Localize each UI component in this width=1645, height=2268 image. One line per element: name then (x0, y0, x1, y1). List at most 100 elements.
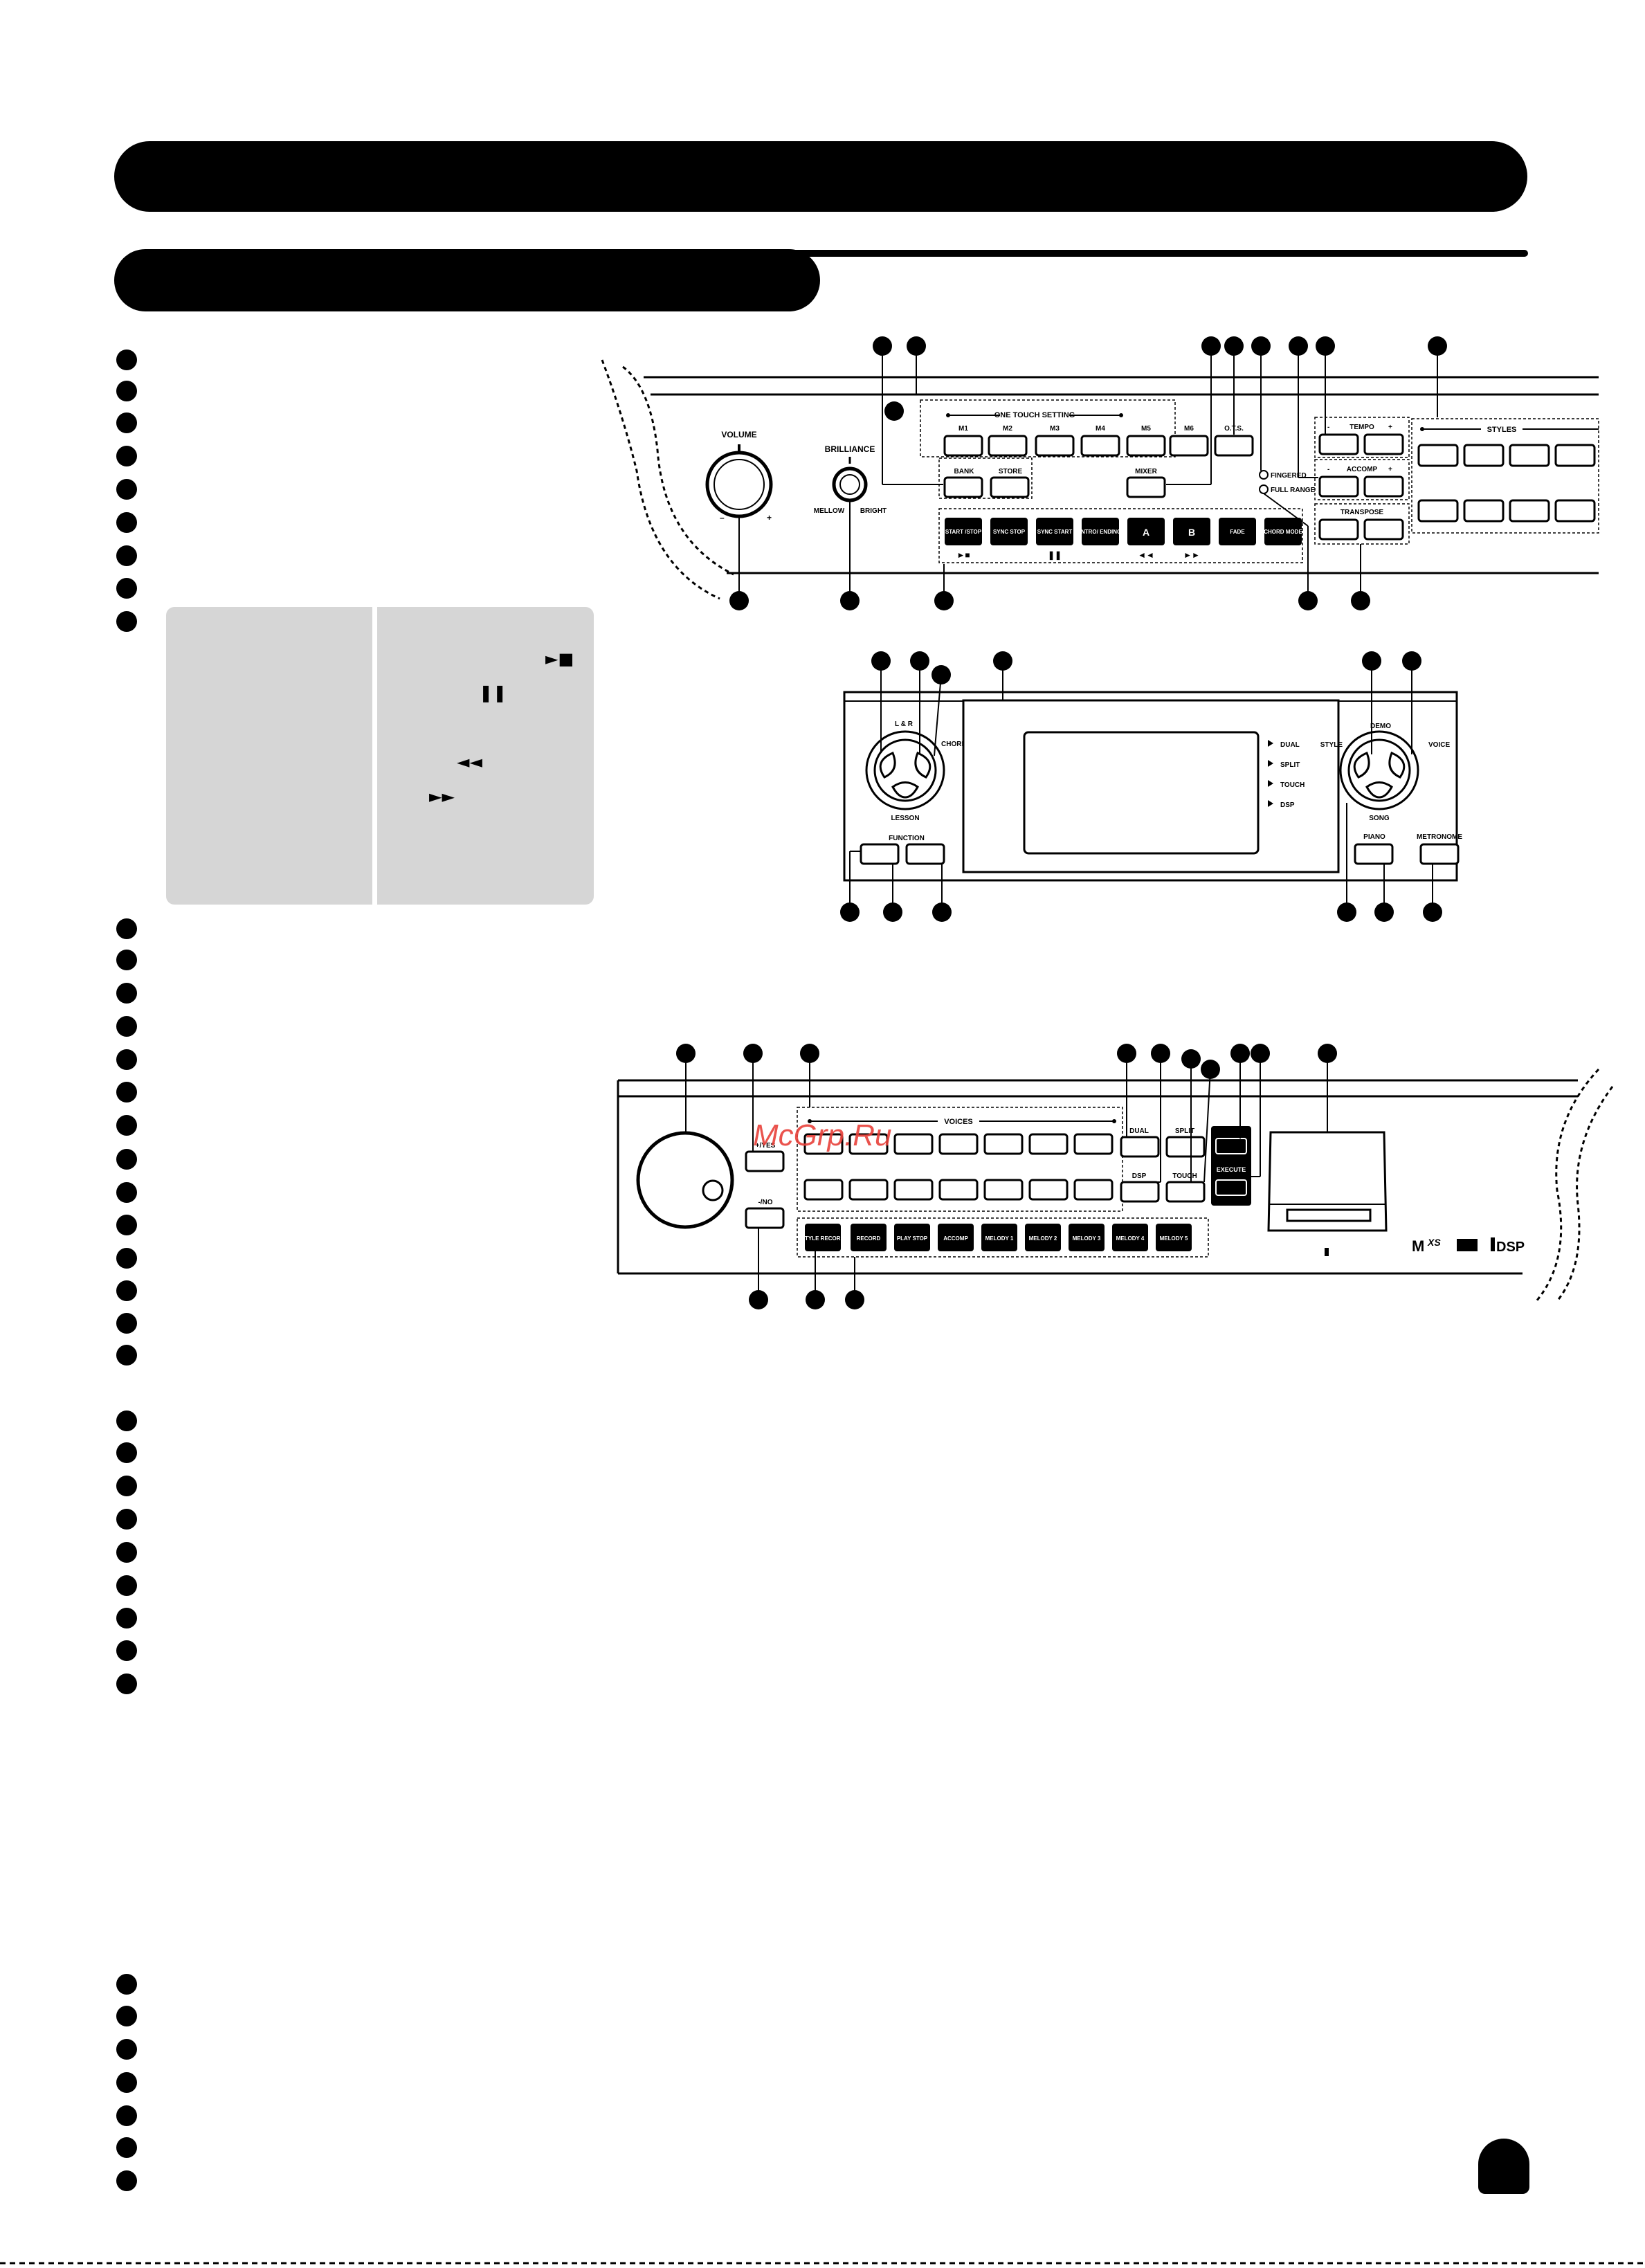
touch-button[interactable] (1165, 1181, 1206, 1203)
disk-eject-button[interactable] (1286, 1208, 1372, 1222)
voice-button[interactable] (1028, 1179, 1069, 1201)
subsection-rule (775, 250, 1528, 257)
intro-ending-button[interactable] (1082, 518, 1119, 545)
lr-button[interactable] (879, 752, 896, 779)
chord-mode-button[interactable] (1264, 518, 1302, 545)
bottom-callout-lines (685, 1053, 1328, 1294)
m1-button[interactable] (943, 435, 983, 457)
m6-label: M6 (1184, 425, 1194, 433)
voice-button[interactable] (893, 1179, 934, 1201)
voice-button[interactable] (938, 1179, 979, 1201)
bullet-marker (116, 446, 137, 466)
transpose-up-button[interactable] (1363, 518, 1404, 541)
m3-button[interactable] (1035, 435, 1075, 457)
fade-button[interactable] (1219, 518, 1256, 545)
style-button[interactable] (1463, 499, 1505, 523)
style-mode-button[interactable] (1353, 752, 1370, 779)
start-stop-button[interactable] (945, 518, 982, 545)
metronome-button[interactable] (1419, 843, 1460, 865)
style-button[interactable] (1417, 444, 1459, 467)
svg-text:+: + (767, 513, 772, 523)
data-dial[interactable] (636, 1131, 734, 1229)
tempo-label: TEMPO (1349, 424, 1374, 431)
dsp-label: DSP (1132, 1172, 1147, 1180)
sync-start-button[interactable] (1036, 518, 1073, 545)
style-button[interactable] (1417, 499, 1459, 523)
function-left-button[interactable] (860, 843, 900, 865)
play-stop-icon: ►■ (545, 649, 574, 669)
chord-dict-button[interactable] (914, 752, 931, 779)
voice-button[interactable] (1073, 1133, 1114, 1155)
one-touch-setting-label: ONE TOUCH SETTING (994, 411, 1075, 419)
song-mode-button[interactable] (1365, 781, 1393, 799)
piano-button[interactable] (1354, 843, 1394, 865)
middle-panel: L & R CHORD DICT. LESSON FUNCTION DUAL S… (840, 651, 1462, 922)
gm-logo (1457, 1239, 1478, 1251)
m2-button[interactable] (988, 435, 1028, 457)
section-header-bar (114, 141, 1527, 212)
store-button[interactable] (990, 476, 1030, 498)
voice-button[interactable] (983, 1179, 1024, 1201)
bottom-callout-dots (676, 1044, 1337, 1309)
melody-3-button[interactable] (1069, 1224, 1105, 1251)
accomp-up-button[interactable] (1363, 475, 1404, 498)
voice-button[interactable] (938, 1133, 979, 1155)
bullet-marker (116, 1248, 137, 1269)
yes-label: +/YES (756, 1142, 776, 1150)
dual-label: DUAL (1129, 1127, 1149, 1135)
voice-button[interactable] (803, 1133, 844, 1155)
m6-button[interactable] (1169, 435, 1209, 457)
melody-5-button[interactable] (1156, 1224, 1192, 1251)
accomp-down-button[interactable] (1318, 475, 1359, 498)
execute-top-button[interactable] (1215, 1138, 1247, 1154)
voice-mode-button[interactable] (1388, 752, 1406, 779)
voice-button[interactable] (848, 1179, 889, 1201)
style-record-button[interactable] (805, 1224, 841, 1251)
tempo-down-button[interactable] (1318, 433, 1359, 455)
style-button[interactable] (1554, 444, 1596, 467)
dsp-button[interactable] (1120, 1181, 1160, 1203)
a-button[interactable] (1127, 518, 1165, 545)
lesson-button[interactable] (891, 781, 919, 799)
voice-button[interactable] (1028, 1133, 1069, 1155)
m4-button[interactable] (1080, 435, 1120, 457)
melody-2-label: MELODY 2 (1029, 1235, 1057, 1242)
melody-1-button[interactable] (981, 1224, 1017, 1251)
voice-button[interactable] (803, 1179, 844, 1201)
split-button[interactable] (1165, 1136, 1206, 1158)
execute-bottom-button[interactable] (1215, 1179, 1247, 1196)
m5-button[interactable] (1126, 435, 1166, 457)
mixer-button[interactable] (1126, 476, 1166, 498)
style-button[interactable] (1509, 444, 1550, 467)
tempo-up-button[interactable] (1363, 433, 1404, 455)
function-right-button[interactable] (905, 843, 945, 865)
bank-button[interactable] (943, 476, 983, 498)
voice-button[interactable] (848, 1133, 889, 1155)
melody-1-label: MELODY 1 (985, 1235, 1014, 1242)
melody-4-button[interactable] (1112, 1224, 1148, 1251)
volume-label: VOLUME (721, 430, 756, 439)
m-logo: M (1412, 1237, 1424, 1255)
record-button[interactable] (851, 1224, 887, 1251)
style-button[interactable] (1554, 499, 1596, 523)
style-button[interactable] (1463, 444, 1505, 467)
accomp-track-button[interactable] (938, 1224, 974, 1251)
no-button[interactable] (745, 1207, 785, 1229)
voice-button[interactable] (1073, 1179, 1114, 1201)
voice-button[interactable] (893, 1133, 934, 1155)
dual-button[interactable] (1120, 1136, 1160, 1158)
yes-button[interactable] (745, 1150, 785, 1172)
style-button[interactable] (1509, 499, 1550, 523)
lcd-screen (1023, 731, 1260, 855)
intro-ending-label: INTRO/ ENDING (1080, 529, 1121, 535)
melody-3-label: MELODY 3 (1073, 1235, 1101, 1242)
play-stop-button[interactable] (894, 1224, 930, 1251)
transpose-down-button[interactable] (1318, 518, 1359, 541)
voice-button[interactable] (983, 1133, 1024, 1155)
b-button[interactable] (1173, 518, 1210, 545)
style-label: STYLE (1320, 741, 1343, 749)
sync-stop-button[interactable] (990, 518, 1028, 545)
transpose-label: TRANSPOSE (1340, 509, 1384, 516)
melody-2-button[interactable] (1025, 1224, 1061, 1251)
ots-button[interactable] (1214, 435, 1254, 457)
